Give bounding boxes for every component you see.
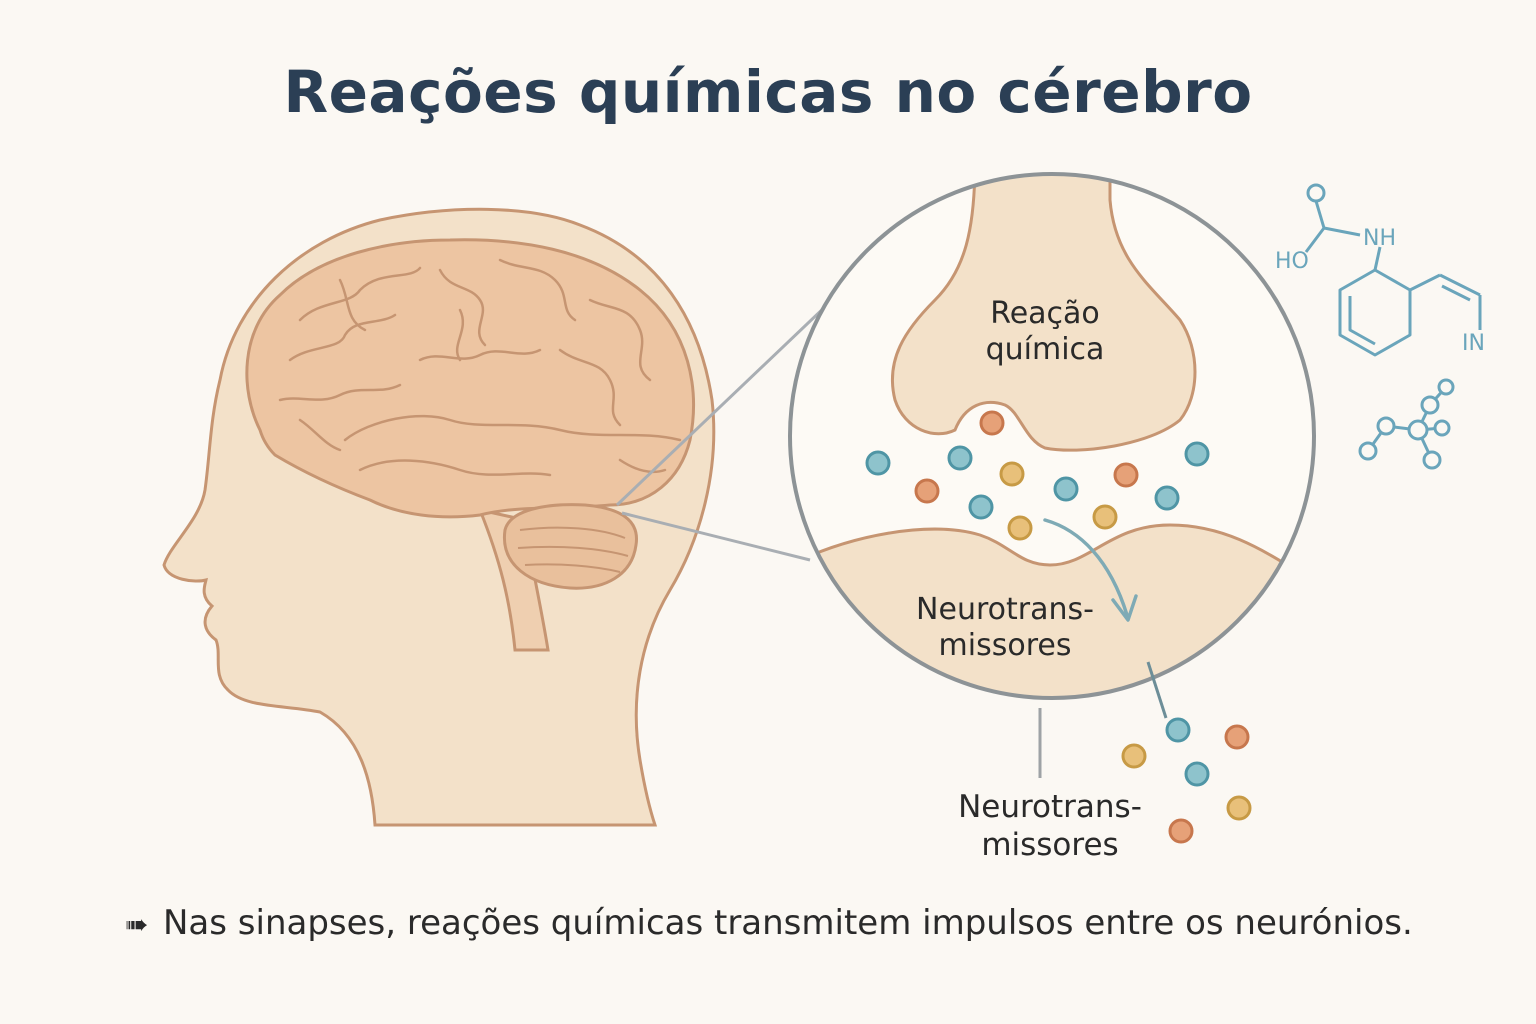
molecule-structure [1304, 183, 1482, 357]
label-neurotransmitters-outside: Neurotrans- missores [920, 788, 1180, 864]
label-neurotransmitters-inset: Neurotrans- missores [880, 592, 1130, 664]
neurotransmitter-particles-outside [1121, 717, 1252, 844]
particle [1113, 462, 1139, 488]
particle [1121, 743, 1147, 769]
atom-label-in: IN [1462, 331, 1485, 356]
zoom-connector-top [615, 283, 850, 507]
particle [1168, 818, 1194, 844]
page-title: Reações químicas no cérebro [283, 58, 1253, 126]
particle [914, 478, 940, 504]
right-arrow-icon: ➠ [125, 908, 149, 941]
label-chemical-reaction-line2: química [985, 332, 1105, 367]
brain-folds [278, 258, 682, 477]
particle [1184, 761, 1210, 787]
particle [1224, 724, 1250, 750]
caption: ➠ Nas sinapses, reações químicas transmit… [125, 903, 1485, 943]
atom-label-nh: NH [1363, 226, 1396, 251]
particle [1165, 717, 1191, 743]
particle [1184, 441, 1210, 467]
leader-line-right [1146, 661, 1168, 719]
release-arrowhead [1111, 594, 1138, 622]
label-neurotransmitters-inset-line2: missores [938, 628, 1072, 663]
particle [1007, 515, 1033, 541]
particle [1154, 485, 1180, 511]
particle [947, 445, 973, 471]
cerebrum [245, 238, 695, 519]
particle [999, 461, 1025, 487]
label-chemical-reaction: Reação química [945, 296, 1145, 368]
zoom-connector-bottom [621, 511, 811, 562]
label-neurotransmitters-outside-line2: missores [981, 827, 1119, 863]
caption-text: Nas sinapses, reações químicas transmite… [163, 903, 1413, 943]
particle [1053, 476, 1079, 502]
oxygen-atom-ring [1306, 183, 1326, 203]
particle [968, 494, 994, 520]
release-arrow [1043, 518, 1129, 617]
particle [1226, 795, 1252, 821]
cerebellum-lines [517, 526, 629, 573]
presynaptic-terminal [890, 174, 1197, 452]
particle [865, 450, 891, 476]
atom-label-ho: HO [1275, 249, 1309, 274]
label-neurotransmitters-inset-line1: Neurotrans- [916, 592, 1094, 627]
label-chemical-reaction-line1: Reação [990, 296, 1100, 331]
neurotransmitter-particles-inset [865, 410, 1210, 541]
particle [979, 410, 1005, 436]
inset-circle-border [788, 172, 1316, 700]
label-neurotransmitters-outside-line1: Neurotrans- [958, 789, 1142, 825]
small-molecule-graph [1358, 378, 1455, 470]
particle [1092, 504, 1118, 530]
